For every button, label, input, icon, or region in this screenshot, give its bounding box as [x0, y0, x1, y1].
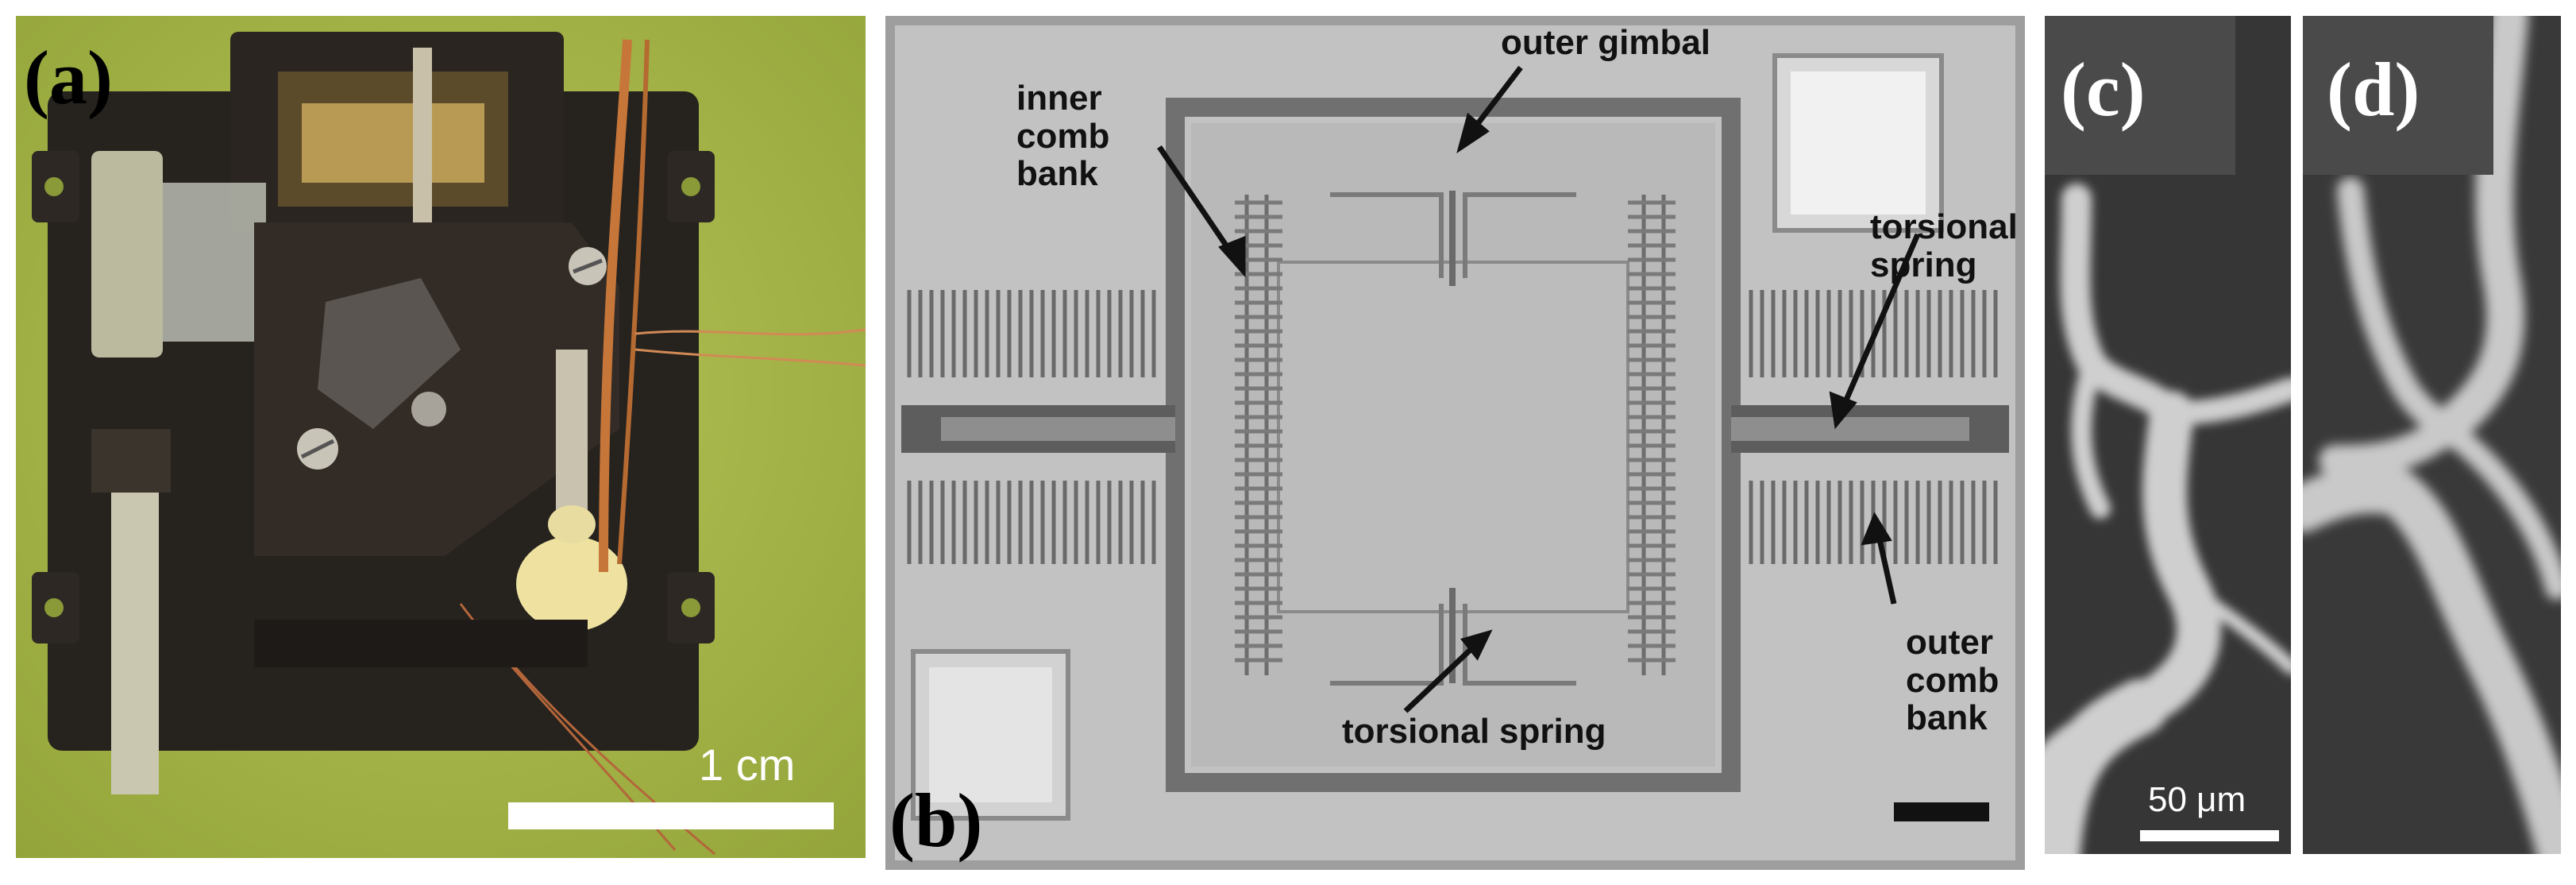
panel-b-sem	[885, 16, 2025, 870]
panel-c-label-box	[2045, 16, 2235, 175]
panel-a-photo	[16, 16, 866, 858]
scanner-housing-photo	[16, 16, 866, 858]
panel-c-label: (c)	[2061, 47, 2146, 132]
mems-scanner-sem	[885, 16, 2025, 870]
panel-c-scale-bar	[2140, 830, 2279, 841]
annotation-torsional-spring-bottom: torsional spring	[1342, 712, 1606, 751]
annotation-outer-comb-bank: outer comb bank	[1906, 623, 1999, 738]
panel-c-scale-text: 50 μm	[2148, 780, 2246, 819]
annotation-torsional-spring-right: torsional spring	[1870, 207, 2018, 284]
annotation-outer-gimbal: outer gimbal	[1501, 23, 1711, 62]
annotation-inner-comb-bank: inner comb bank	[1016, 79, 1110, 194]
panel-a-scale-text: 1 cm	[699, 740, 796, 790]
panel-a-label: (a)	[24, 35, 113, 120]
panel-d-label-box	[2303, 16, 2493, 175]
annotation-arrows	[1157, 65, 1921, 713]
panel-d-label: (d)	[2327, 47, 2420, 132]
panel-b-label: (b)	[889, 778, 983, 863]
panel-a-scale-bar	[508, 802, 834, 829]
